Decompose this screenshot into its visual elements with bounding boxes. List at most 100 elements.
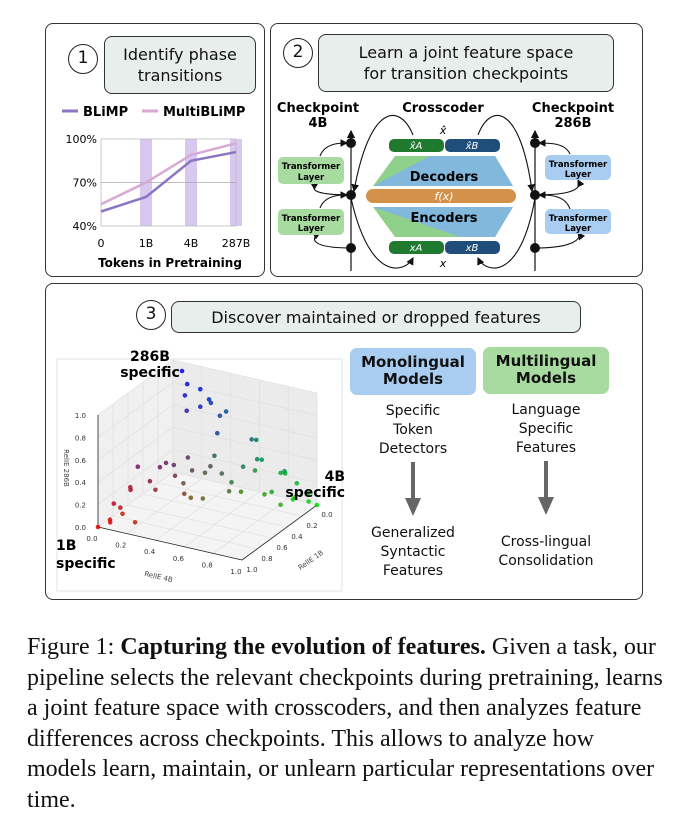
label-286b-specific-1: 286B [130,349,170,365]
x-tick-label: 4B [184,237,199,250]
scatter-point [147,478,153,484]
z-tick-label: 0.6 [75,457,87,465]
transformer-layer-4b-upper [278,157,344,184]
text-line: Generalized [371,525,455,541]
encoder-b-shape [373,207,513,237]
latent-fx-bar [366,189,516,203]
multilingual-box: Multilingual Models [483,347,609,394]
y-tick-label: 0.2 [306,522,317,530]
scatter-point [172,473,178,479]
y-tick-label: 70% [73,177,97,190]
legend-label-multiblimp: MultiBLiMP [163,105,245,120]
scatter-point [182,491,187,497]
monolingual-before: Specific Token Detectors [350,402,476,459]
multilingual-title-1: Multilingual [495,352,597,370]
gridline [127,504,273,539]
monolingual-box: Monolingual Models [350,348,476,395]
text-line: Cross-lingual [500,534,592,550]
series-line-multiblimp [100,142,237,206]
y-tick-label: 40% [73,220,97,233]
step-2-title-line1: Learn a joint feature space [358,43,574,62]
residual-add-nodes [346,138,540,253]
scatter-point [181,481,186,486]
scatter-point [215,430,220,436]
y-tick-label: 0.8 [261,555,272,563]
scatter-point [253,437,259,443]
series-line-blimp [100,150,237,213]
scatter-point [306,499,311,504]
transformer-layer-286b-upper [545,155,611,180]
scatter-point [262,492,267,497]
x-hat-b-bar [445,139,500,152]
z-tick-label: 0.0 [75,524,86,532]
transformer-layer-label: Layer [565,224,592,234]
legend-label-blimp: BLiMP [83,105,128,120]
scatter-point [184,381,190,387]
x-b-bar [445,241,500,254]
crosscoder-label: Crosscoder [402,101,484,116]
panel-identify-phase-transitions: 1 Identify phase transitions BLiMP Multi… [45,23,265,277]
x-b-label: xB [465,243,479,254]
scatter-point [278,502,283,508]
z-axis-title: RelIE 286B [62,449,70,487]
x-tick-label: 0.4 [144,548,156,556]
step-number-3: 3 [136,300,166,330]
scatter-point [259,457,265,463]
gridline [97,449,318,505]
scatter-point [132,520,138,525]
x-hat-a-bar [389,139,444,152]
multilingual-title-2: Models [515,369,577,387]
transformer-layer-label: Layer [565,170,592,180]
scatter-point [269,489,275,495]
scatter-point [208,400,214,406]
scatter-point [223,409,229,414]
scatter-point [292,495,298,500]
gridline [97,404,318,461]
text-line: Token [393,422,433,438]
x-tick-label: 1B [139,237,154,250]
decoders-label: Decoders [410,170,479,185]
x-hat-a-label: x̂A [409,140,423,152]
caption-label: Figure 1: [27,634,115,660]
multilingual-after: Cross-lingual Consolidation [478,533,614,571]
z-tick-label: 0.8 [75,434,86,442]
checkpoint-4b-label: Checkpoint [277,101,359,116]
transformer-layer-label: Transformer [549,214,608,224]
x-tick-label: 287B [222,237,251,250]
label-4b-specific-1: 4B [325,469,345,485]
x-tick-label: 0.2 [115,542,126,550]
scatter-point [306,490,311,496]
scatter-point [208,464,213,469]
z-tick-label: 0.4 [75,479,87,487]
y-tick-label: 1.0 [246,566,257,574]
text-line: Language [511,402,581,418]
scatter-point [252,468,258,473]
x-axis-line [97,526,243,561]
label-1b-specific-1: 1B [56,538,76,554]
transformer-layer-label: Layer [298,173,325,183]
transformer-layer-label: Layer [298,224,325,234]
text-line: Syntactic [380,544,446,560]
scatter-point [254,456,260,462]
x-tick-label: 0 [98,237,105,250]
y-axis-line [241,504,318,561]
gridline [142,493,288,528]
step-3-title: Discover maintained or dropped features [171,301,581,333]
y-axis-title: RelIE 1B [297,549,325,572]
text-line: Features [515,440,577,456]
checkpoint-4b-value: 4B [309,116,328,131]
text-line: Specific [518,421,574,437]
panel-discover-features: 3 Discover maintained or dropped feature… [45,283,643,600]
gridline [155,484,231,541]
scatter-point [184,408,189,414]
scatter-point [171,462,177,468]
transformer-layer-286b-lower [545,209,611,234]
scatter-point [107,517,113,522]
scatter-point [118,505,123,510]
x-a-label: xA [409,243,423,254]
monolingual-after: Generalized Syntactic Features [350,524,476,581]
step-1-title-line2: transitions [137,66,223,85]
gridline [97,382,318,438]
gridline [213,498,289,554]
scatter-point [278,470,284,476]
